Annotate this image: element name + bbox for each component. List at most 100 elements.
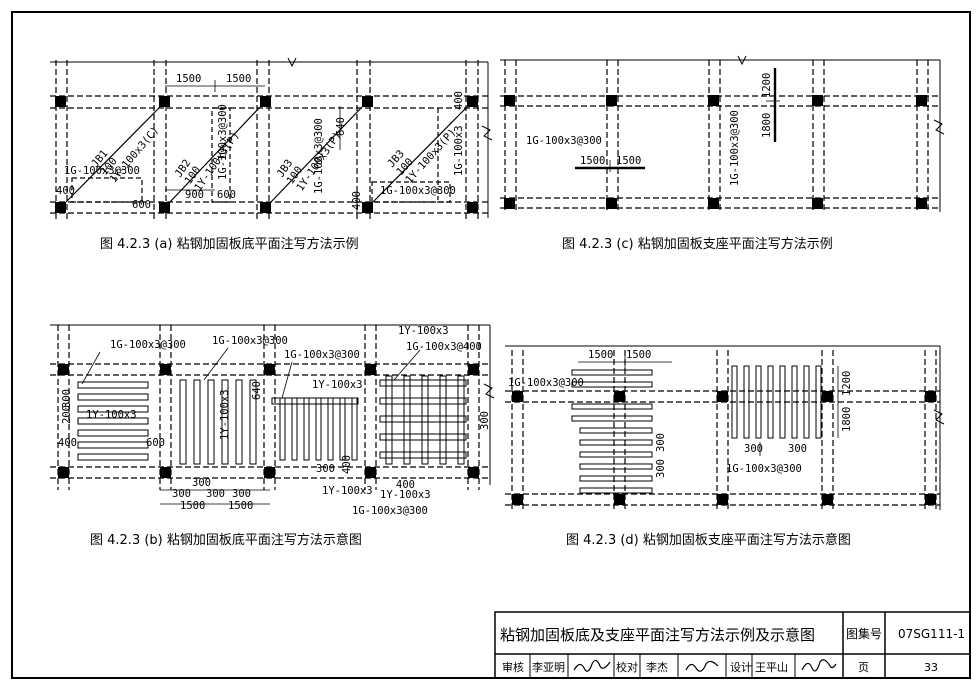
fig-d-dim-300b: 300 (655, 459, 667, 478)
fig-c-dim-1500-b: 1500 (616, 155, 641, 167)
fig-a-dim-400-c: 400 (453, 91, 465, 110)
fig-a-jb2: JB2 100 1Y-100x3(P) (173, 116, 242, 194)
drawing-title: 粘钢加固板底及支座平面注写方法示例及示意图 (500, 626, 815, 644)
fig-b-dim-300d: 300 (192, 477, 211, 489)
figure-b (50, 324, 495, 505)
fig-b-g5: 1G-100x3@300 (352, 505, 428, 517)
fig-b-dim-1500b: 1500 (228, 500, 253, 512)
fig-a-dim-600-a: 600 (132, 199, 151, 211)
figure-c-labels: 1G-100x3@300 1500 1500 1G-100x3@300 1200… (526, 73, 773, 186)
figure-d-left-strips (571, 369, 653, 494)
figure-d-labels: 1500 1500 1G-100x3@300 300 300 1200 1800… (508, 349, 853, 478)
figure-b-panel1-strips (77, 381, 149, 461)
fig-a-dim-400-b: 400 (351, 191, 363, 210)
fig-a-dim-1500-b: 1500 (226, 73, 251, 85)
fig-b-dim-300e: 300 (172, 488, 191, 500)
figure-a-labels: 1500 1500 JB1 100 1Y-100x3(C) JB2 100 1Y… (56, 73, 465, 211)
fig-d-dim-1500b: 1500 (626, 349, 651, 361)
figure-d-beams (505, 350, 940, 510)
figure-b-panel4-strips (379, 375, 467, 465)
reviewer-name: 李亚明 (532, 660, 565, 674)
fig-b-dim-300g: 300 (232, 488, 251, 500)
figure-d (505, 345, 945, 510)
page-label: 页 (858, 661, 869, 674)
fig-b-dim-1500a: 1500 (180, 500, 205, 512)
figure-d-columns (512, 391, 936, 505)
review-label: 审核 (502, 660, 524, 674)
figure-c-beams (500, 60, 940, 212)
figure-b-labels: 1G-100x3@300 1G-100x3@300 1G-100x3@300 1… (58, 325, 491, 517)
fig-a-dim-1500-a: 1500 (176, 73, 201, 85)
fig-b-dim-400c: 400 (396, 479, 415, 491)
fig-b-dim-300c: 300 (316, 463, 335, 475)
fig-b-dim-300a: 300 (61, 389, 73, 408)
designer-signature (801, 659, 837, 672)
fig-b-dim-600: 600 (146, 437, 165, 449)
fig-a-dim-400-a: 400 (56, 185, 75, 197)
fig-b-dim-400a: 400 (58, 437, 77, 449)
figure-a-columns (55, 96, 478, 213)
fig-b-dim-300b: 300 (479, 411, 491, 430)
figure-b-columns (58, 364, 479, 478)
fig-a-g1: 1G-100x3@300 (64, 165, 140, 177)
fig-b-g2: 1G-100x3@300 (212, 335, 288, 347)
fig-a-dim-640: 640 (335, 117, 347, 136)
checker-name: 李杰 (646, 660, 668, 674)
fig-b-dim-200: 200 (61, 405, 73, 424)
caption-d: 图 4.2.3 (d) 粘钢加固板支座平面注写方法示意图 (566, 532, 851, 548)
fig-a-jb3b: JB3 100 1Y-100x3(P) (385, 110, 458, 186)
figure-b-panel3-strips (271, 397, 359, 461)
page-number: 33 (924, 661, 938, 674)
checker-signature (685, 660, 719, 672)
fig-d-dim-300d: 300 (788, 443, 807, 455)
fig-d-dim-1800: 1800 (841, 407, 853, 432)
fig-b-y2: 1Y-100x3 (86, 409, 137, 421)
caption-c: 图 4.2.3 (c) 粘钢加固板支座平面注写方法示例 (562, 236, 833, 252)
fig-d-g2: 1G-100x3@300 (726, 463, 802, 475)
figure-a (50, 57, 493, 220)
fig-b-y3: 1Y-100x3 (219, 389, 231, 440)
fig-b-y6: 1Y-100x3 (380, 489, 431, 501)
fig-d-dim-300a: 300 (655, 433, 667, 452)
fig-c-dim-1800: 1800 (761, 113, 773, 138)
fig-c-g2: 1G-100x3@300 (729, 110, 741, 186)
design-label: 设计 (730, 661, 752, 674)
designer-name: 王平山 (755, 661, 788, 674)
fig-a-jb3a: JB3 100 1Y-100x3(P) (275, 116, 344, 194)
fig-b-dim-640: 640 (251, 381, 263, 400)
atlas-label: 图集号 (846, 626, 882, 641)
figure-d-right-strips (731, 365, 822, 439)
fig-a-g4: 1G-100x3@300 (380, 185, 456, 197)
fig-d-dim-300c: 300 (744, 443, 763, 455)
caption-b: 图 4.2.3 (b) 粘钢加固板底平面注写方法示意图 (90, 532, 362, 548)
fig-b-y4: 1Y-100x3 (312, 379, 363, 391)
fig-d-g1: 1G-100x3@300 (508, 377, 584, 389)
reviewer-signature (573, 659, 611, 672)
atlas-number: 07SG111-1 (898, 627, 965, 641)
fig-c-dim-1500-a: 1500 (580, 155, 605, 167)
caption-a: 图 4.2.3 (a) 粘钢加固板底平面注写方法示例 (100, 236, 359, 252)
figure-c-columns (504, 95, 927, 209)
fig-b-y1: 1Y-100x3 (398, 325, 449, 337)
fig-d-dim-1500a: 1500 (588, 349, 613, 361)
fig-b-g4: 1G-100x3@400 (406, 341, 482, 353)
fig-a-jb3b-spec: 1Y-100x3(P) (403, 126, 458, 186)
sheet-frame (11, 11, 971, 679)
fig-b-g3: 1G-100x3@300 (284, 349, 360, 361)
fig-d-dim-1200: 1200 (841, 371, 853, 396)
fig-a-dim-600-b: 600 (217, 189, 236, 201)
fig-b-dim-400b: 400 (341, 455, 353, 474)
fig-c-g1: 1G-100x3@300 (526, 135, 602, 147)
title-block-text: 粘钢加固板底及支座平面注写方法示例及示意图 图集号 07SG111-1 审核 李… (500, 626, 965, 674)
figure-b-panel2-strips (179, 379, 257, 465)
fig-a-g5: 1G-100x3 (453, 125, 465, 176)
fig-b-dim-300f: 300 (206, 488, 225, 500)
fig-a-g2: 1G-100x3@300 (217, 104, 229, 180)
check-label: 校对 (616, 660, 638, 674)
fig-a-dim-900: 900 (185, 189, 204, 201)
fig-b-y5: 1Y-100x3 (322, 485, 373, 497)
figure-c (500, 55, 945, 212)
fig-b-g1: 1G-100x3@300 (110, 339, 186, 351)
fig-a-g3: 1G-100x3@300 (313, 118, 325, 194)
